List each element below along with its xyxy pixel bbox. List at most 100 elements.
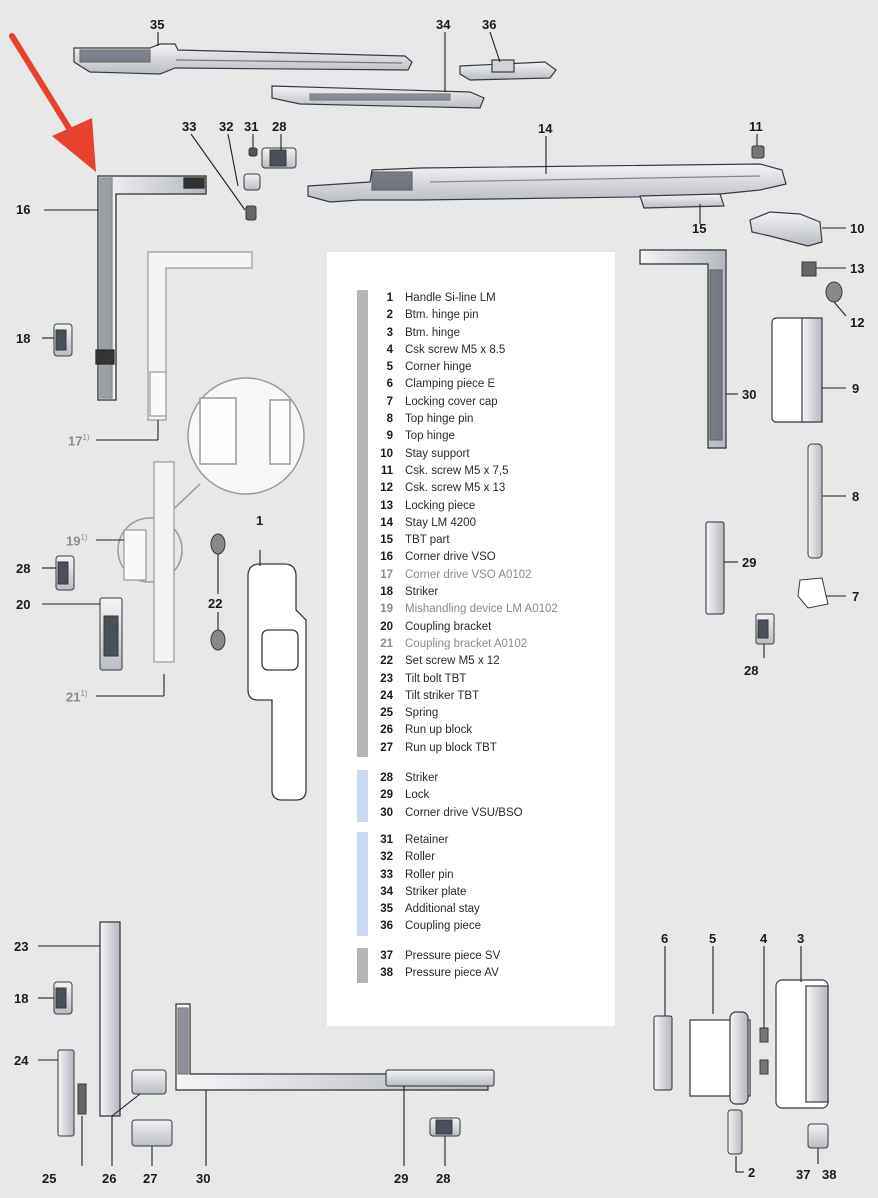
legend-row: 4 Csk screw M5 x 8.5 xyxy=(357,342,607,359)
legend-item-label: Set screw M5 x 12 xyxy=(405,655,500,668)
callout-1: 1 xyxy=(256,513,264,528)
callout-28-top: 28 xyxy=(272,119,287,134)
part-3-btm-hinge xyxy=(775,979,829,1109)
legend-item-label: Pressure piece AV xyxy=(405,967,499,980)
callout-5: 5 xyxy=(709,931,717,946)
legend-item-label: Striker plate xyxy=(405,885,467,898)
legend-item-number: 30 xyxy=(380,806,393,819)
callout-24: 24 xyxy=(14,1053,29,1068)
legend-item-number: 38 xyxy=(380,967,393,980)
callout-8: 8 xyxy=(852,489,860,504)
legend-item-label: Locking cover cap xyxy=(405,395,498,408)
legend-item-label: Top hinge xyxy=(405,430,455,443)
callout-14: 14 xyxy=(538,121,553,136)
callout-29-bottom: 29 xyxy=(394,1171,409,1186)
legend-item-label: Csk screw M5 x 8.5 xyxy=(405,343,506,356)
legend-item-number: 24 xyxy=(380,689,393,702)
legend-item-label: Mishandling device LM A0102 xyxy=(405,603,558,616)
legend-item-label: Lock xyxy=(405,789,430,802)
legend-row: 24 Tilt striker TBT xyxy=(357,688,607,705)
detail-magnifier xyxy=(117,377,305,583)
legend-item-number: 15 xyxy=(380,534,393,547)
legend-item-number: 7 xyxy=(386,395,393,408)
part-23-tilt-bolt xyxy=(99,921,121,1117)
callout-29-right: 29 xyxy=(742,555,757,570)
part-11-screw xyxy=(751,145,765,159)
callout-31: 31 xyxy=(244,119,259,134)
part-29-lock-right xyxy=(705,521,725,615)
callout-17: 171) xyxy=(68,433,90,449)
legend-item-number: 20 xyxy=(380,620,393,633)
callout-36: 36 xyxy=(482,17,497,32)
legend-item-number: 4 xyxy=(386,343,393,356)
legend-row: 38 Pressure piece AV xyxy=(357,965,607,982)
legend-item-number: 26 xyxy=(380,724,393,737)
callout-28-left: 28 xyxy=(16,561,31,576)
callout-10: 10 xyxy=(850,221,865,236)
part-36-coupling-piece xyxy=(459,59,557,81)
callout-37: 37 xyxy=(796,1167,811,1182)
legend-item-label: Corner drive VSU/BSO xyxy=(405,806,523,819)
legend-item-label: Tilt bolt TBT xyxy=(405,672,467,685)
part-28-striker-right xyxy=(755,613,775,645)
legend-item-label: Striker xyxy=(405,772,439,784)
part-30-corner-drive-vsu-bso-right xyxy=(639,249,727,449)
legend-item-number: 18 xyxy=(380,586,393,599)
part-35-additional-stay xyxy=(73,43,413,75)
part-33-roller-pin xyxy=(245,205,257,221)
legend-item-number: 37 xyxy=(380,950,393,962)
legend-item-number: 22 xyxy=(380,655,393,668)
part-28-striker-bottom xyxy=(429,1117,461,1137)
callout-20: 20 xyxy=(16,597,31,612)
legend-item-number: 9 xyxy=(386,430,393,443)
legend-item-label: Spring xyxy=(405,707,439,720)
legend-item-number: 25 xyxy=(380,707,393,720)
callout-4: 4 xyxy=(760,931,768,946)
legend-item-number: 5 xyxy=(386,361,393,374)
part-6-clamping-piece xyxy=(653,1015,673,1091)
legend-row: 8 Top hinge pin xyxy=(357,411,607,428)
legend-item-label: Top hinge pin xyxy=(405,413,474,426)
part-18-striker-upper xyxy=(53,323,73,357)
legend-group-bar xyxy=(357,290,368,758)
legend-item-number: 8 xyxy=(386,413,393,426)
callout-21: 211) xyxy=(66,689,88,705)
part-9-top-hinge xyxy=(771,317,823,423)
part-22-set-screw xyxy=(210,533,226,651)
legend-item-number: 14 xyxy=(380,516,393,529)
leader-lines xyxy=(38,31,847,1173)
part-29-lock-bottom xyxy=(385,1069,495,1087)
legend-item-label: Corner hinge xyxy=(405,361,472,374)
pointer-arrow-icon xyxy=(9,33,96,172)
legend-item-label: Coupling bracket A0102 xyxy=(405,637,528,650)
part-5-corner-hinge xyxy=(689,1011,751,1105)
legend-item-label: Additional stay xyxy=(405,903,480,916)
legend-item-number: 3 xyxy=(386,326,393,339)
callout-15: 15 xyxy=(692,221,707,236)
callout-33: 33 xyxy=(182,119,197,134)
part-26-run-up-block xyxy=(131,1069,167,1095)
legend-item-label: Handle Si-line LM xyxy=(405,292,496,304)
legend-item-label: Roller xyxy=(405,851,436,864)
legend-item-label: Tilt striker TBT xyxy=(405,689,480,702)
legend-row: 5 Corner hinge xyxy=(357,359,607,376)
part-18-striker-lower xyxy=(53,981,73,1015)
legend-item-label: Striker xyxy=(405,586,439,599)
